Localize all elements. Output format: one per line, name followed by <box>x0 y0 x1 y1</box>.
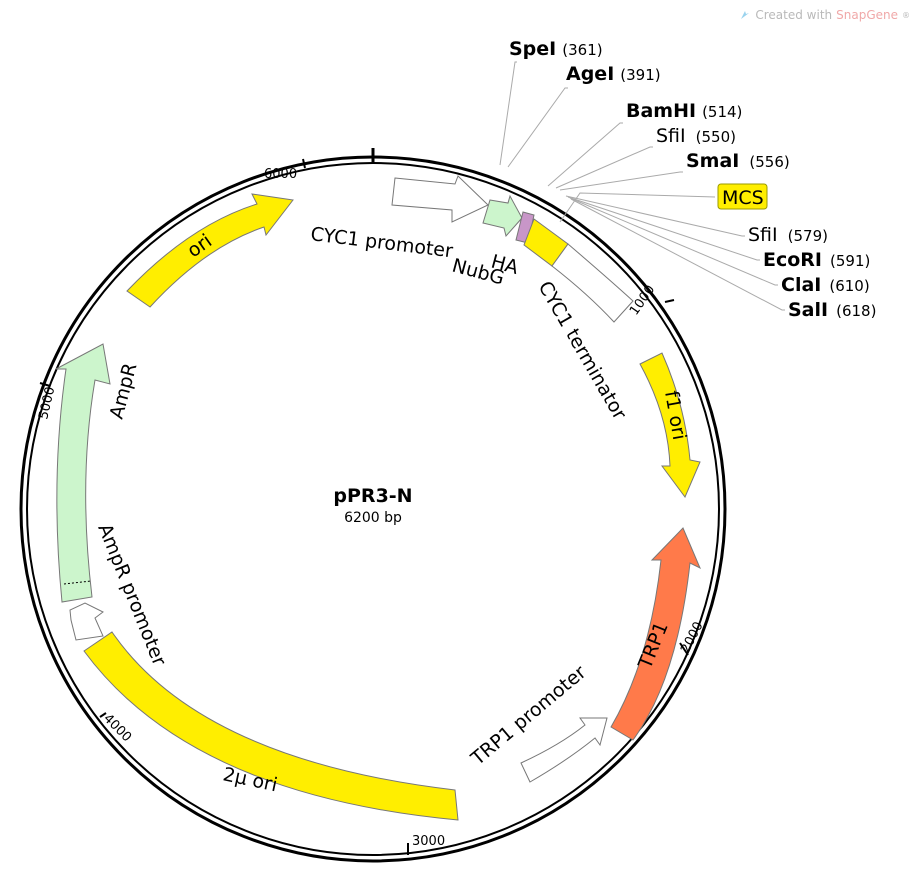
snapgene-logo-icon <box>741 11 750 19</box>
ha-arrow <box>482 194 523 238</box>
site-name-sali: SalI <box>788 299 828 321</box>
trp1-arrow <box>610 527 701 741</box>
feature-label-f1-ori: f1 ori <box>660 389 690 442</box>
site-label-clai: ClaI (610) <box>781 274 870 296</box>
site-labels: SpeI (361) AgeI (391) BamHI (514) SfiI (550)… <box>509 38 876 321</box>
site-pos-sali: (618) <box>836 302 876 320</box>
leader-line-sali <box>570 198 785 311</box>
watermark-prefix: Created with <box>755 8 833 22</box>
ampr-arrow <box>55 343 111 603</box>
mcs-box <box>717 183 768 210</box>
site-pos-ecori: (591) <box>830 252 870 270</box>
leader-line-smai <box>559 171 683 191</box>
leader-line-sfii-550 <box>555 146 653 189</box>
site-name-sfii-579: SfiI <box>748 224 778 246</box>
ampr-dashed-line <box>63 580 92 585</box>
mcs-label: MCS <box>722 187 764 209</box>
plasmid-length: 6200 bp <box>344 510 402 526</box>
site-name-bamhi: BamHI <box>626 100 696 122</box>
feature-label-ampr: AmpR <box>106 361 142 422</box>
cyc1-promoter-arrow <box>391 175 489 223</box>
site-name-agei: AgeI <box>566 63 614 85</box>
site-leader-lines <box>499 61 785 311</box>
leader-line-ecori <box>567 196 760 261</box>
mcs-badge: MCS <box>717 183 768 210</box>
ampr-promoter-arrow <box>69 602 104 641</box>
tick-mark-4000 <box>99 712 107 718</box>
tick-label-5000: 5000 <box>36 385 58 421</box>
site-name-sfii-550: SfiI <box>656 125 686 147</box>
snapgene-watermark: Created with SnapGene ® <box>739 8 910 22</box>
site-pos-smai: (556) <box>749 153 789 171</box>
site-pos-bamhi: (514) <box>702 103 742 121</box>
site-name-smai: SmaI <box>686 150 739 172</box>
tick-mark-5000 <box>39 382 51 387</box>
site-label-sfii-550: SfiI (550) <box>656 125 736 147</box>
site-name-spei: SpeI <box>509 38 556 60</box>
site-label-sfii-579: SfiI (579) <box>748 224 828 246</box>
site-label-smai: SmaI (556) <box>686 150 790 172</box>
plasmid-name: pPR3-N <box>333 485 412 507</box>
site-label-ecori: EcoRI (591) <box>763 249 870 271</box>
leader-line-sfii-579 <box>565 195 745 237</box>
trp1-promoter-arrow <box>520 717 608 783</box>
site-pos-sfii-550: (550) <box>696 128 736 146</box>
f1-ori-arrow <box>639 352 701 498</box>
feature-label-cyc1-promoter: CYC1 promoter <box>309 223 454 262</box>
leader-line-mcs <box>559 192 716 223</box>
leader-line-agei <box>507 87 568 168</box>
site-name-clai: ClaI <box>781 274 821 296</box>
feature-arrows <box>55 175 701 821</box>
site-label-agei: AgeI (391) <box>566 63 661 85</box>
leader-line-spei <box>499 61 517 166</box>
backbone-inner <box>26 162 720 856</box>
site-label-spei: SpeI (361) <box>509 38 603 60</box>
watermark-brand: SnapGene <box>836 8 898 22</box>
tick-label-3000: 3000 <box>412 834 445 849</box>
site-pos-sfii-579: (579) <box>788 227 828 245</box>
cyc1-terminator-arrow <box>551 243 634 323</box>
site-label-bamhi: BamHI (514) <box>626 100 742 122</box>
two-micron-ori-arrow <box>83 631 459 821</box>
site-label-sali: SalI (618) <box>788 299 876 321</box>
ori-arrow <box>126 193 294 308</box>
site-pos-agei: (391) <box>620 66 660 84</box>
tick-label-6000: 6000 <box>264 167 297 182</box>
site-pos-spei: (361) <box>562 41 602 59</box>
tick-mark-2000 <box>679 642 689 656</box>
tick-mark-1000 <box>664 299 675 303</box>
leader-line-clai <box>569 197 778 286</box>
backbone-outer <box>19 155 727 863</box>
tick-group: 1000 2000 3000 4000 5000 6000 <box>36 158 707 855</box>
leader-line-bamhi <box>547 122 623 187</box>
tick-mark-6000 <box>302 158 306 169</box>
tick-label-2000: 2000 <box>678 620 706 656</box>
site-pos-clai: (610) <box>829 277 869 295</box>
site-name-ecori: EcoRI <box>763 249 822 271</box>
watermark-reg: ® <box>902 10 910 20</box>
